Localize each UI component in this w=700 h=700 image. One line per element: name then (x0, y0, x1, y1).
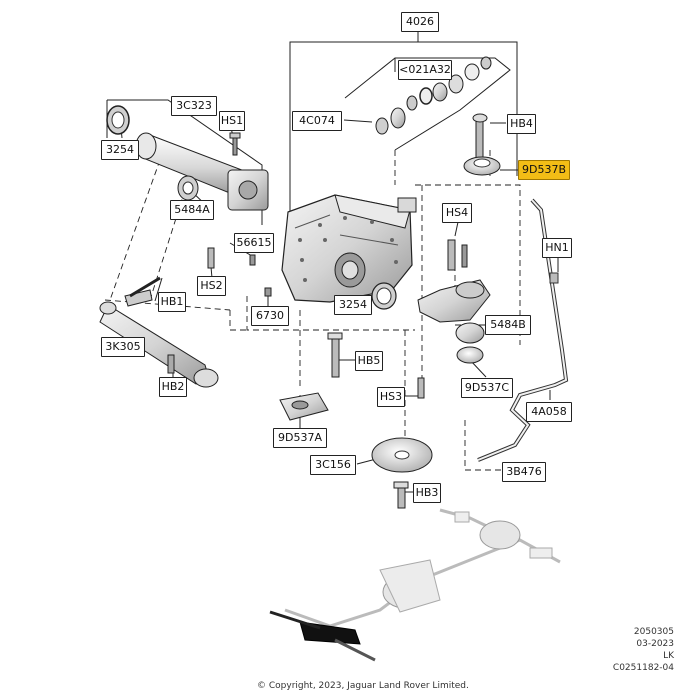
copyright-notice: © Copyright, 2023, Jaguar Land Rover Lim… (257, 681, 469, 691)
ref-number: 2050305 (633, 627, 674, 637)
callout-hs3[interactable]: HS3 (377, 387, 405, 407)
callout-3b476[interactable]: 3B476 (502, 462, 546, 482)
callout-4026[interactable]: 4026 (401, 12, 439, 32)
callout-9d537a[interactable]: 9D537A (273, 428, 327, 448)
ref-code: LK (663, 651, 674, 661)
callout-3254-lower[interactable]: 3254 (334, 295, 372, 315)
callout-hs2[interactable]: HS2 (197, 276, 226, 296)
right-bracket (417, 239, 491, 364)
callout-3k305[interactable]: 3K305 (101, 337, 145, 357)
callout-hs1[interactable]: HS1 (219, 111, 245, 131)
callout-3c323[interactable]: 3C323 (171, 96, 217, 116)
callout-hb5[interactable]: HB5 (355, 351, 383, 371)
callout-hb4[interactable]: HB4 (507, 114, 536, 134)
callout-9d537c[interactable]: 9D537C (461, 378, 513, 398)
lower-mounts (207, 247, 433, 509)
reference-block: 2050305 03-2023 LK C0251182-04 (613, 626, 674, 674)
ref-date: 03-2023 (636, 639, 674, 649)
upper-mount (463, 113, 501, 176)
callout-4c074[interactable]: 4C074 (292, 111, 342, 131)
callout-5484b[interactable]: 5484B (485, 315, 531, 335)
vehicle-location-thumbnail (269, 508, 561, 662)
callout-4a058[interactable]: 4A058 (526, 402, 572, 422)
mounting-arm (99, 276, 219, 388)
ref-illustration-id: C0251182-04 (612, 663, 674, 673)
callout-hs4[interactable]: HS4 (442, 203, 472, 223)
differential-housing (281, 194, 417, 310)
callout-6730[interactable]: 6730 (251, 306, 289, 326)
callout-021a32[interactable]: <021A32 (398, 60, 452, 80)
callout-56615[interactable]: 56615 (234, 233, 274, 253)
driveshaft-tube (106, 105, 269, 211)
callout-3254-upper[interactable]: 3254 (101, 140, 139, 160)
callout-hb3[interactable]: HB3 (413, 483, 441, 503)
callout-hb2[interactable]: HB2 (159, 377, 187, 397)
pinion-bearing-set (375, 56, 492, 135)
callout-5484a[interactable]: 5484A (170, 200, 214, 220)
callout-hb1[interactable]: HB1 (158, 292, 186, 312)
callout-9d537b[interactable]: 9D537B (518, 160, 570, 180)
callout-3c156[interactable]: 3C156 (310, 455, 356, 475)
callout-hn1[interactable]: HN1 (542, 238, 572, 258)
